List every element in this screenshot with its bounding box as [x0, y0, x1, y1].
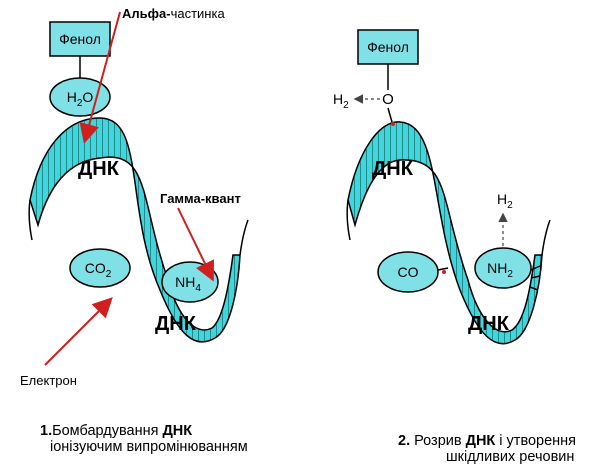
caption-1-line-2: іонізуючим випромінюванням — [40, 439, 248, 455]
caption-2: 2. Розрив ДНК і утворення шкідливих речо… — [398, 433, 576, 465]
alpha-label: Альфа-частинка — [122, 6, 225, 21]
caption-1: 1.Бомбардування ДНК іонізуючим випроміню… — [40, 423, 248, 455]
co-label: CO — [398, 264, 419, 280]
panel-2: ДНК ДНК Фенол O H2 CO NH2 H2 — [333, 30, 550, 344]
dna-ribbon-1 — [30, 118, 240, 342]
caption-2-text-a: Розрив — [414, 433, 461, 449]
phenol-label-1: Фенол — [59, 31, 101, 47]
caption-1-dna: ДНК — [162, 423, 192, 439]
h2-label-left: H2 — [333, 91, 349, 111]
electron-arrow — [45, 300, 110, 365]
caption-2-line-2: шкідливих речовин — [398, 449, 576, 465]
caption-1-line-1: 1.Бомбардування ДНК — [40, 423, 248, 439]
dna-label-top-1: ДНК — [78, 158, 120, 180]
dna-label-bottom-1: ДНК — [155, 313, 197, 335]
dna-ribbon-2 — [348, 122, 542, 344]
oxygen-label: O — [382, 91, 394, 108]
caption-2-line-1: 2. Розрив ДНК і утворення — [398, 433, 576, 449]
panel-1: ДНК ДНК Фенол H2O CO2 NH4 Альфа-частинка… — [20, 6, 248, 388]
caption-1-text-a: Бомбардування — [52, 423, 158, 439]
gamma-label: Гамма-квант — [160, 191, 241, 206]
caption-2-number: 2. — [398, 433, 410, 449]
electron-label: Електрон — [20, 373, 77, 388]
caption-1-number: 1. — [40, 423, 52, 439]
phenol-label-2: Фенол — [367, 39, 409, 55]
dna-label-top-2: ДНК — [372, 158, 414, 180]
h2-label-top: H2 — [497, 191, 513, 211]
caption-2-dna: ДНК — [466, 433, 496, 449]
dna-label-bottom-2: ДНК — [468, 313, 510, 335]
caption-2-text-c: і утворення — [499, 433, 576, 449]
